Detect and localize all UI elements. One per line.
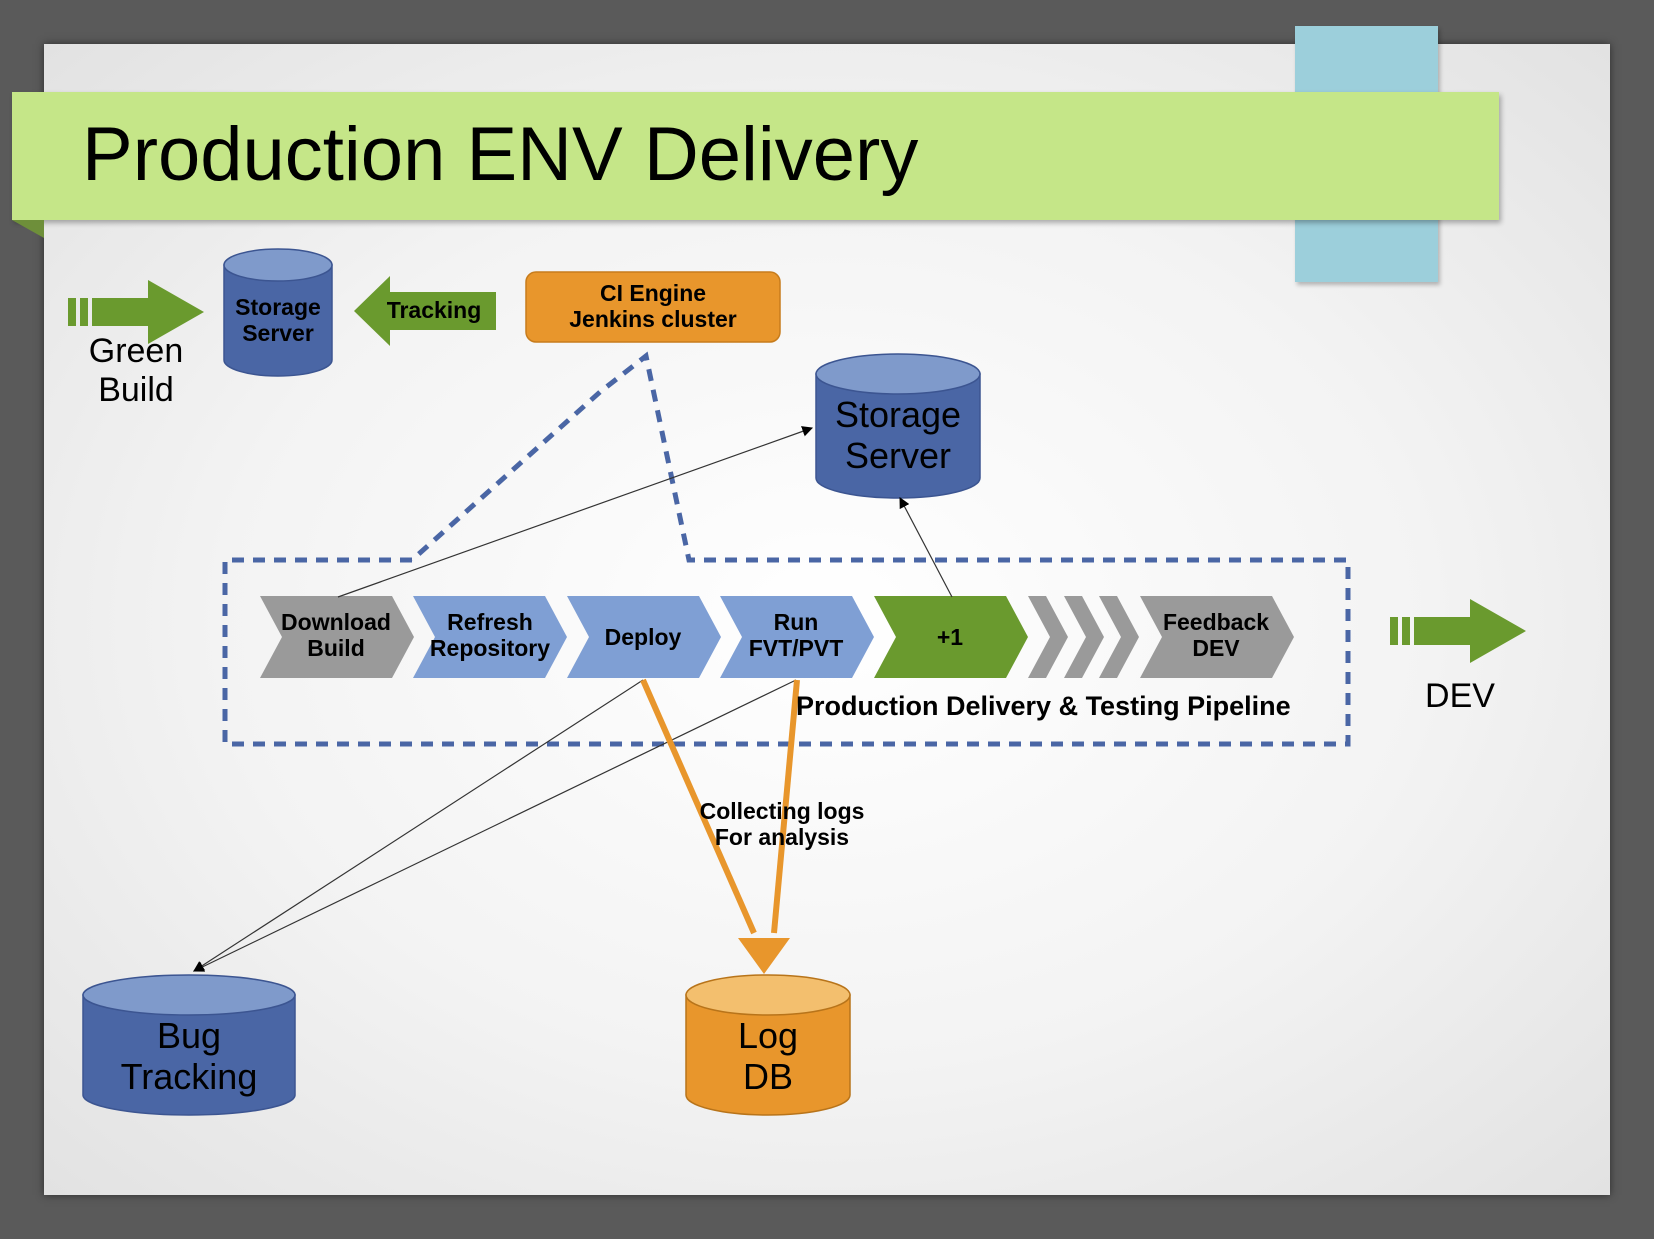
connector-run-to-bug-tracking <box>193 679 797 972</box>
chevron-deploy <box>567 596 721 678</box>
log-collection-arrows <box>640 678 800 974</box>
chevron-spacer-2 <box>1064 596 1104 678</box>
bug-tracking-db <box>82 974 296 1116</box>
chevron-feedback-dev <box>1140 596 1294 678</box>
storage-server-small <box>223 248 333 377</box>
chevron-refresh-repository <box>413 596 567 678</box>
chevron-plus-one <box>874 596 1028 678</box>
chevron-spacer-1 <box>1028 596 1068 678</box>
connector-download-to-storage <box>337 426 814 598</box>
chevron-spacer-3 <box>1099 596 1139 678</box>
page-title: Production ENV Delivery <box>82 112 919 197</box>
pipeline-dashed-frame <box>222 351 1351 747</box>
green-build-arrow <box>68 280 204 344</box>
storage-server-large <box>815 353 981 499</box>
chevron-run-fvt-pvt <box>720 596 874 678</box>
title-banner <box>12 92 1499 220</box>
log-db <box>685 974 851 1116</box>
tracking-arrow <box>354 276 496 346</box>
chevron-download-build <box>260 596 414 678</box>
connector-deploy-to-bug-tracking <box>193 679 644 972</box>
connector-plus-one-to-storage <box>899 497 953 598</box>
pipeline-chevrons <box>260 596 1294 678</box>
dev-output-arrow <box>1390 599 1526 663</box>
ci-engine-box <box>525 271 781 343</box>
title-banner-fold <box>12 220 44 238</box>
